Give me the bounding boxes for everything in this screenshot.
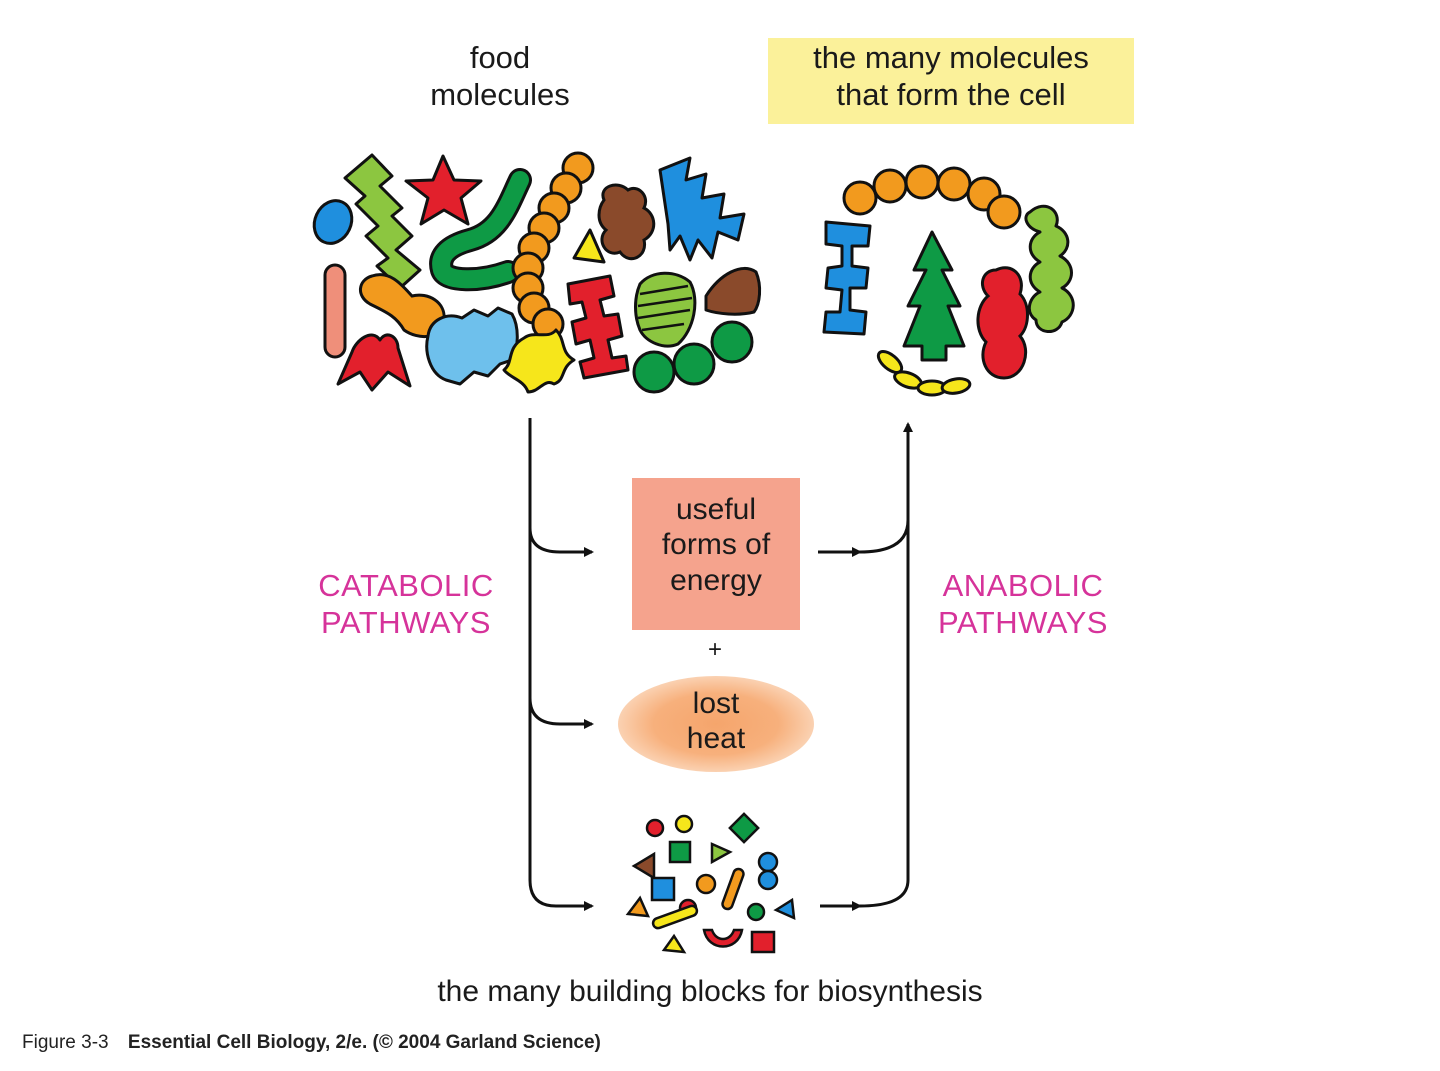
red-block-molecule xyxy=(566,274,630,380)
catabolic-pathways-label: CATABOLIC PATHWAYS xyxy=(318,568,494,640)
cell-molecules-label: the many molecules that form the cell xyxy=(768,38,1134,124)
building-blocks-label: the many building blocks for biosynthesi… xyxy=(437,975,983,1008)
red-tulip-molecule xyxy=(336,333,412,392)
lost-heat-cloud: lost heat xyxy=(618,676,814,772)
anabolic-pathway-arrows xyxy=(818,422,913,911)
yellow-petal-chain-molecule xyxy=(876,350,972,397)
blocks-merge-curve xyxy=(859,879,910,908)
red-figure-eight-molecule xyxy=(976,266,1029,380)
figure-source: Essential Cell Biology, 2/e. (© 2004 Gar… xyxy=(127,1032,601,1053)
building-blocks-cluster xyxy=(625,812,796,954)
yellow-triangle-molecule xyxy=(572,228,606,264)
green-worm-molecule-fill xyxy=(432,171,529,289)
yellow-splat-molecule xyxy=(502,328,576,394)
energy-merge-curve xyxy=(859,519,910,554)
pink-rod-molecule xyxy=(323,263,347,359)
orange-bead-chain-molecule xyxy=(511,151,595,341)
blue-spring-molecule xyxy=(425,306,519,386)
green-coil-stripes xyxy=(637,284,693,332)
arrow-to-energy xyxy=(528,527,594,557)
red-star-molecule xyxy=(404,154,483,226)
green-bead-trio-molecule xyxy=(632,320,754,394)
catabolic-main-line xyxy=(528,418,557,908)
brown-blob-molecule xyxy=(597,183,656,261)
blue-oval-molecule xyxy=(312,199,354,245)
cell-molecules-cluster xyxy=(822,164,1075,397)
orange-bead-arc-molecule xyxy=(842,164,1022,230)
food-molecules-cluster xyxy=(312,151,762,394)
green-wavy-molecule xyxy=(1024,204,1075,333)
green-staircase-molecule xyxy=(343,153,422,290)
plus-sign: + xyxy=(707,636,722,663)
arrow-to-heat xyxy=(528,697,594,729)
blue-arrowhead-stack-molecule xyxy=(658,156,746,262)
anabolic-pathways-label: ANABOLIC PATHWAYS xyxy=(938,568,1108,640)
figure-number: Figure 3-3 xyxy=(22,1032,109,1053)
brown-cone-molecule xyxy=(704,266,762,316)
useful-energy-box: useful forms of energy xyxy=(632,478,800,630)
green-tree-molecule xyxy=(902,230,966,362)
catabolic-pathway-arrows xyxy=(528,418,594,911)
food-molecules-label: food molecules xyxy=(430,40,570,112)
figure-caption: Figure 3-3 Essential Cell Biology, 2/e. … xyxy=(22,1032,601,1054)
blue-ladder-molecule xyxy=(822,220,872,336)
